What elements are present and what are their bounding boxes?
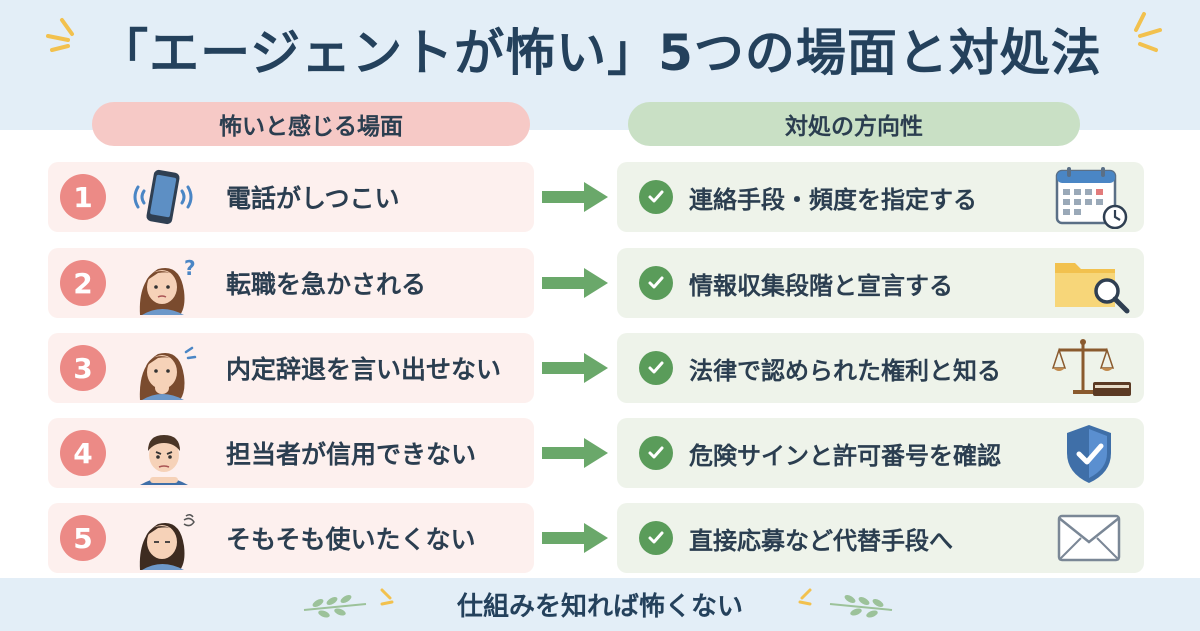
action-label: 直接応募など代替手段へ — [689, 526, 953, 555]
arrow-right-icon — [542, 438, 608, 468]
scene-label: 内定辞退を言い出せない — [226, 355, 502, 384]
check-icon — [639, 436, 673, 470]
scene-label: 担当者が信用できない — [226, 440, 477, 469]
scene-row-4: 4 担当者が信用できない — [48, 418, 534, 488]
phone-icon — [133, 169, 193, 225]
scales-book-icon — [1051, 339, 1131, 396]
scene-label: そもそも使いたくない — [226, 525, 476, 554]
anxious-woman-icon — [139, 346, 197, 400]
arrow-right-icon — [542, 268, 608, 298]
svg-text:?: ? — [184, 256, 196, 280]
shield-check-icon — [1067, 425, 1111, 483]
leaf-right-icon — [829, 595, 893, 618]
arrow-right-icon — [542, 353, 608, 383]
check-icon — [639, 266, 673, 300]
page-title: 「エージェントが怖い」5つの場面と対処法 — [98, 24, 1102, 82]
action-row-3: 法律で認められた権利と知る — [617, 333, 1144, 403]
footer-message: 仕組みを知れば怖くない — [456, 592, 743, 622]
number-badge: 1 — [60, 174, 106, 220]
sparkle-right-icon — [1134, 12, 1162, 52]
sparkle-left-icon — [46, 18, 74, 52]
action-label: 法律で認められた権利と知る — [689, 356, 1001, 385]
number-badge: 5 — [60, 515, 106, 561]
scene-column-header: 怖いと感じる場面 — [92, 102, 530, 146]
folder-search-icon — [1055, 263, 1130, 314]
scene-label: 転職を急かされる — [226, 270, 427, 299]
action-column-header: 対処の方向性 — [628, 102, 1080, 146]
number-badge: 4 — [60, 430, 106, 476]
scene-row-1: 1 電話がしつこい — [48, 162, 534, 232]
reluctant-woman-icon — [139, 513, 195, 570]
action-label: 連絡手段・頻度を指定する — [689, 185, 977, 214]
sparkle-footer-left-icon — [380, 588, 394, 606]
action-row-4: 危険サインと許可番号を確認 — [617, 418, 1144, 488]
scene-row-2: 2 ? 転職を急かされる — [48, 248, 534, 318]
doubtful-man-icon — [140, 435, 188, 485]
action-row-2: 情報収集段階と宣言する — [617, 248, 1144, 318]
action-row-5: 直接応募など代替手段へ — [617, 503, 1144, 573]
envelope-icon — [1057, 514, 1121, 562]
arrow-right-icon — [542, 523, 608, 553]
number-badge: 3 — [60, 345, 106, 391]
leaf-left-icon — [303, 595, 367, 618]
action-label: 危険サインと許可番号を確認 — [689, 441, 1001, 470]
action-label: 情報収集段階と宣言する — [689, 271, 953, 300]
scene-row-3: 3 内定辞退を言い出せない — [48, 333, 534, 403]
check-icon — [639, 180, 673, 214]
footer-band — [0, 578, 1200, 631]
worried-woman-icon: ? — [139, 256, 196, 315]
scene-label: 電話がしつこい — [226, 184, 400, 213]
action-row-1: 連絡手段・頻度を指定する — [617, 162, 1144, 232]
number-badge: 2 — [60, 260, 106, 306]
check-icon — [639, 521, 673, 555]
check-icon — [639, 351, 673, 385]
arrow-right-icon — [542, 182, 608, 212]
scene-row-5: 5 そもそも使いたくない — [48, 503, 534, 573]
sparkle-footer-right-icon — [798, 588, 812, 606]
calendar-icon — [1055, 167, 1128, 229]
